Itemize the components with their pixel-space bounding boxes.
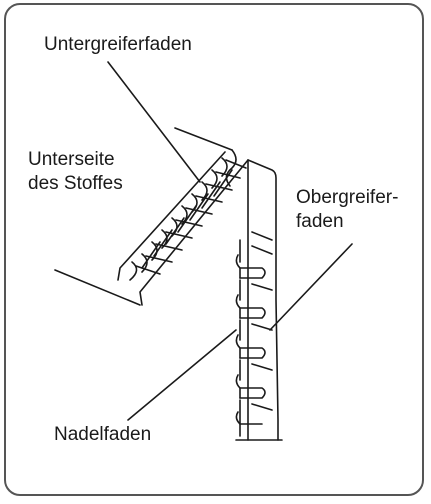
label-nadelfaden: Nadelfaden (54, 424, 152, 445)
leader-obergreiferfaden (269, 243, 353, 331)
fabric-edge-lower (54, 269, 141, 306)
fabric-left-outline (117, 151, 226, 281)
label-obergreifer-line1: Obergreifer- (296, 187, 399, 208)
vertical-stitch-chain (235, 231, 273, 437)
illustration-frame (4, 3, 424, 496)
diagonal-stitch-chain (129, 149, 247, 281)
label-obergreifer-line2: faden (296, 211, 344, 232)
fabric-fold-right (247, 159, 279, 441)
label-untergreiferfaden: Untergreiferfaden (44, 34, 192, 55)
label-unterseite-line1: Unterseite (28, 149, 115, 170)
leader-nadelfaden (127, 329, 237, 421)
leader-untergreiferfaden (107, 61, 201, 183)
label-unterseite-line2: des Stoffes (28, 173, 123, 194)
label-obergreiferfaden: Obergreifer- faden (296, 186, 398, 234)
fabric-edge-upper (174, 127, 233, 151)
label-unterseite-des-stoffes: Unterseite des Stoffes (28, 148, 123, 196)
fabric-inner-outline (139, 159, 249, 306)
